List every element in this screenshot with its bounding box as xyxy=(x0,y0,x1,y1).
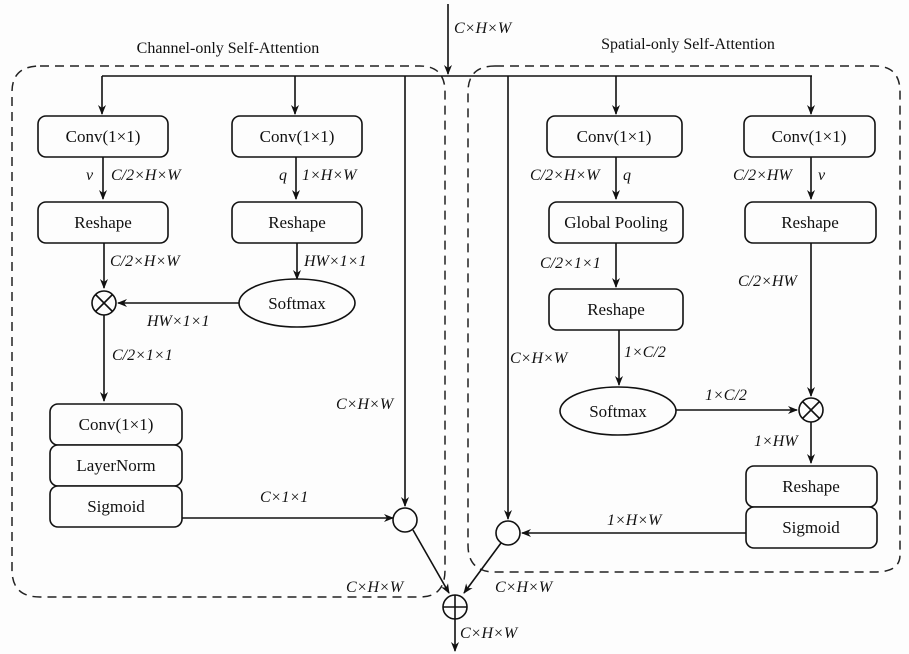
channel-v-symbol: v xyxy=(86,167,94,184)
channel-q-conv-label: Conv(1×1) xyxy=(260,127,335,146)
channel-branch-container xyxy=(11,65,446,598)
channel-q-dim: 1×H×W xyxy=(302,167,358,184)
channel-matmul-icon xyxy=(91,290,117,316)
input-dim-label: C×H×W xyxy=(454,20,513,37)
channel-sigmoid-label: Sigmoid xyxy=(87,497,145,516)
spatial-pooling-dim: C/2×1×1 xyxy=(540,255,601,272)
channel-v-reshape-box xyxy=(37,201,169,244)
channel-sigmoid-box xyxy=(49,485,183,528)
channel-softmax-dim: HW×1×1 xyxy=(146,313,209,330)
spatial-q-reshape-box xyxy=(548,288,684,331)
spatial-to-sum-arrow xyxy=(463,542,502,594)
channel-matmul-dim: C/2×1×1 xyxy=(112,347,173,364)
spatial-v-reshape-dim: C/2×HW xyxy=(738,273,798,290)
channel-v-conv-label: Conv(1×1) xyxy=(66,127,141,146)
spatial-softmax-label: Softmax xyxy=(589,402,647,421)
output-dim-label: C×H×W xyxy=(460,625,519,642)
spatial-multiply-node xyxy=(495,520,521,546)
channel-q-reshape-label: Reshape xyxy=(268,213,326,232)
spatial-v-dim: C/2×HW xyxy=(733,167,793,184)
channel-sigmoid-dim: C×1×1 xyxy=(260,489,308,506)
spatial-matmul-dim: 1×HW xyxy=(754,433,799,450)
spatial-skip-dim: C×H×W xyxy=(510,350,569,367)
spatial-q-conv-box xyxy=(546,115,683,158)
spatial-v-conv-label: Conv(1×1) xyxy=(772,127,847,146)
spatial-out-reshape-label: Reshape xyxy=(782,477,840,496)
spatial-sigmoid-dim: 1×H×W xyxy=(607,512,663,529)
spatial-sigmoid-box xyxy=(745,506,878,549)
sum-icon xyxy=(442,594,468,620)
channel-v-reshape-label: Reshape xyxy=(74,213,132,232)
spatial-q-symbol: q xyxy=(623,167,631,184)
spatial-q-conv-label: Conv(1×1) xyxy=(577,127,652,146)
channel-q-symbol: q xyxy=(279,167,287,184)
channel-q-conv-box xyxy=(231,115,363,158)
channel-layernorm-label: LayerNorm xyxy=(76,456,155,475)
spatial-branch-container xyxy=(467,65,901,573)
channel-softmax-label: Softmax xyxy=(268,294,326,313)
channel-v-dim: C/2×H×W xyxy=(111,167,182,184)
spatial-q-reshape-dim: 1×C/2 xyxy=(624,344,666,361)
channel-multiply-node xyxy=(392,507,418,533)
channel-skip-dim: C×H×W xyxy=(336,396,395,413)
spatial-q-dim: C/2×H×W xyxy=(530,167,601,184)
spatial-branch-title: Spatial-only Self-Attention xyxy=(601,36,775,53)
spatial-out-dim: C×H×W xyxy=(495,579,554,596)
spatial-v-reshape-label: Reshape xyxy=(781,213,839,232)
channel-to-sum-arrow xyxy=(412,529,450,594)
spatial-softmax-ellipse xyxy=(559,386,677,436)
spatial-q-reshape-label: Reshape xyxy=(587,300,645,319)
spatial-matmul-icon xyxy=(798,397,824,423)
channel-branch-title: Channel-only Self-Attention xyxy=(137,40,320,57)
channel-out-conv-label: Conv(1×1) xyxy=(79,415,154,434)
channel-q-reshape-dim: HW×1×1 xyxy=(303,253,366,270)
spatial-sigmoid-label: Sigmoid xyxy=(782,518,840,537)
spatial-v-conv-box xyxy=(743,115,876,158)
channel-v-reshape-dim: C/2×H×W xyxy=(110,253,181,270)
spatial-softmax-dim: 1×C/2 xyxy=(705,387,747,404)
spatial-v-symbol: v xyxy=(818,167,826,184)
channel-out-dim: C×H×W xyxy=(346,579,405,596)
spatial-pooling-label: Global Pooling xyxy=(564,213,668,232)
